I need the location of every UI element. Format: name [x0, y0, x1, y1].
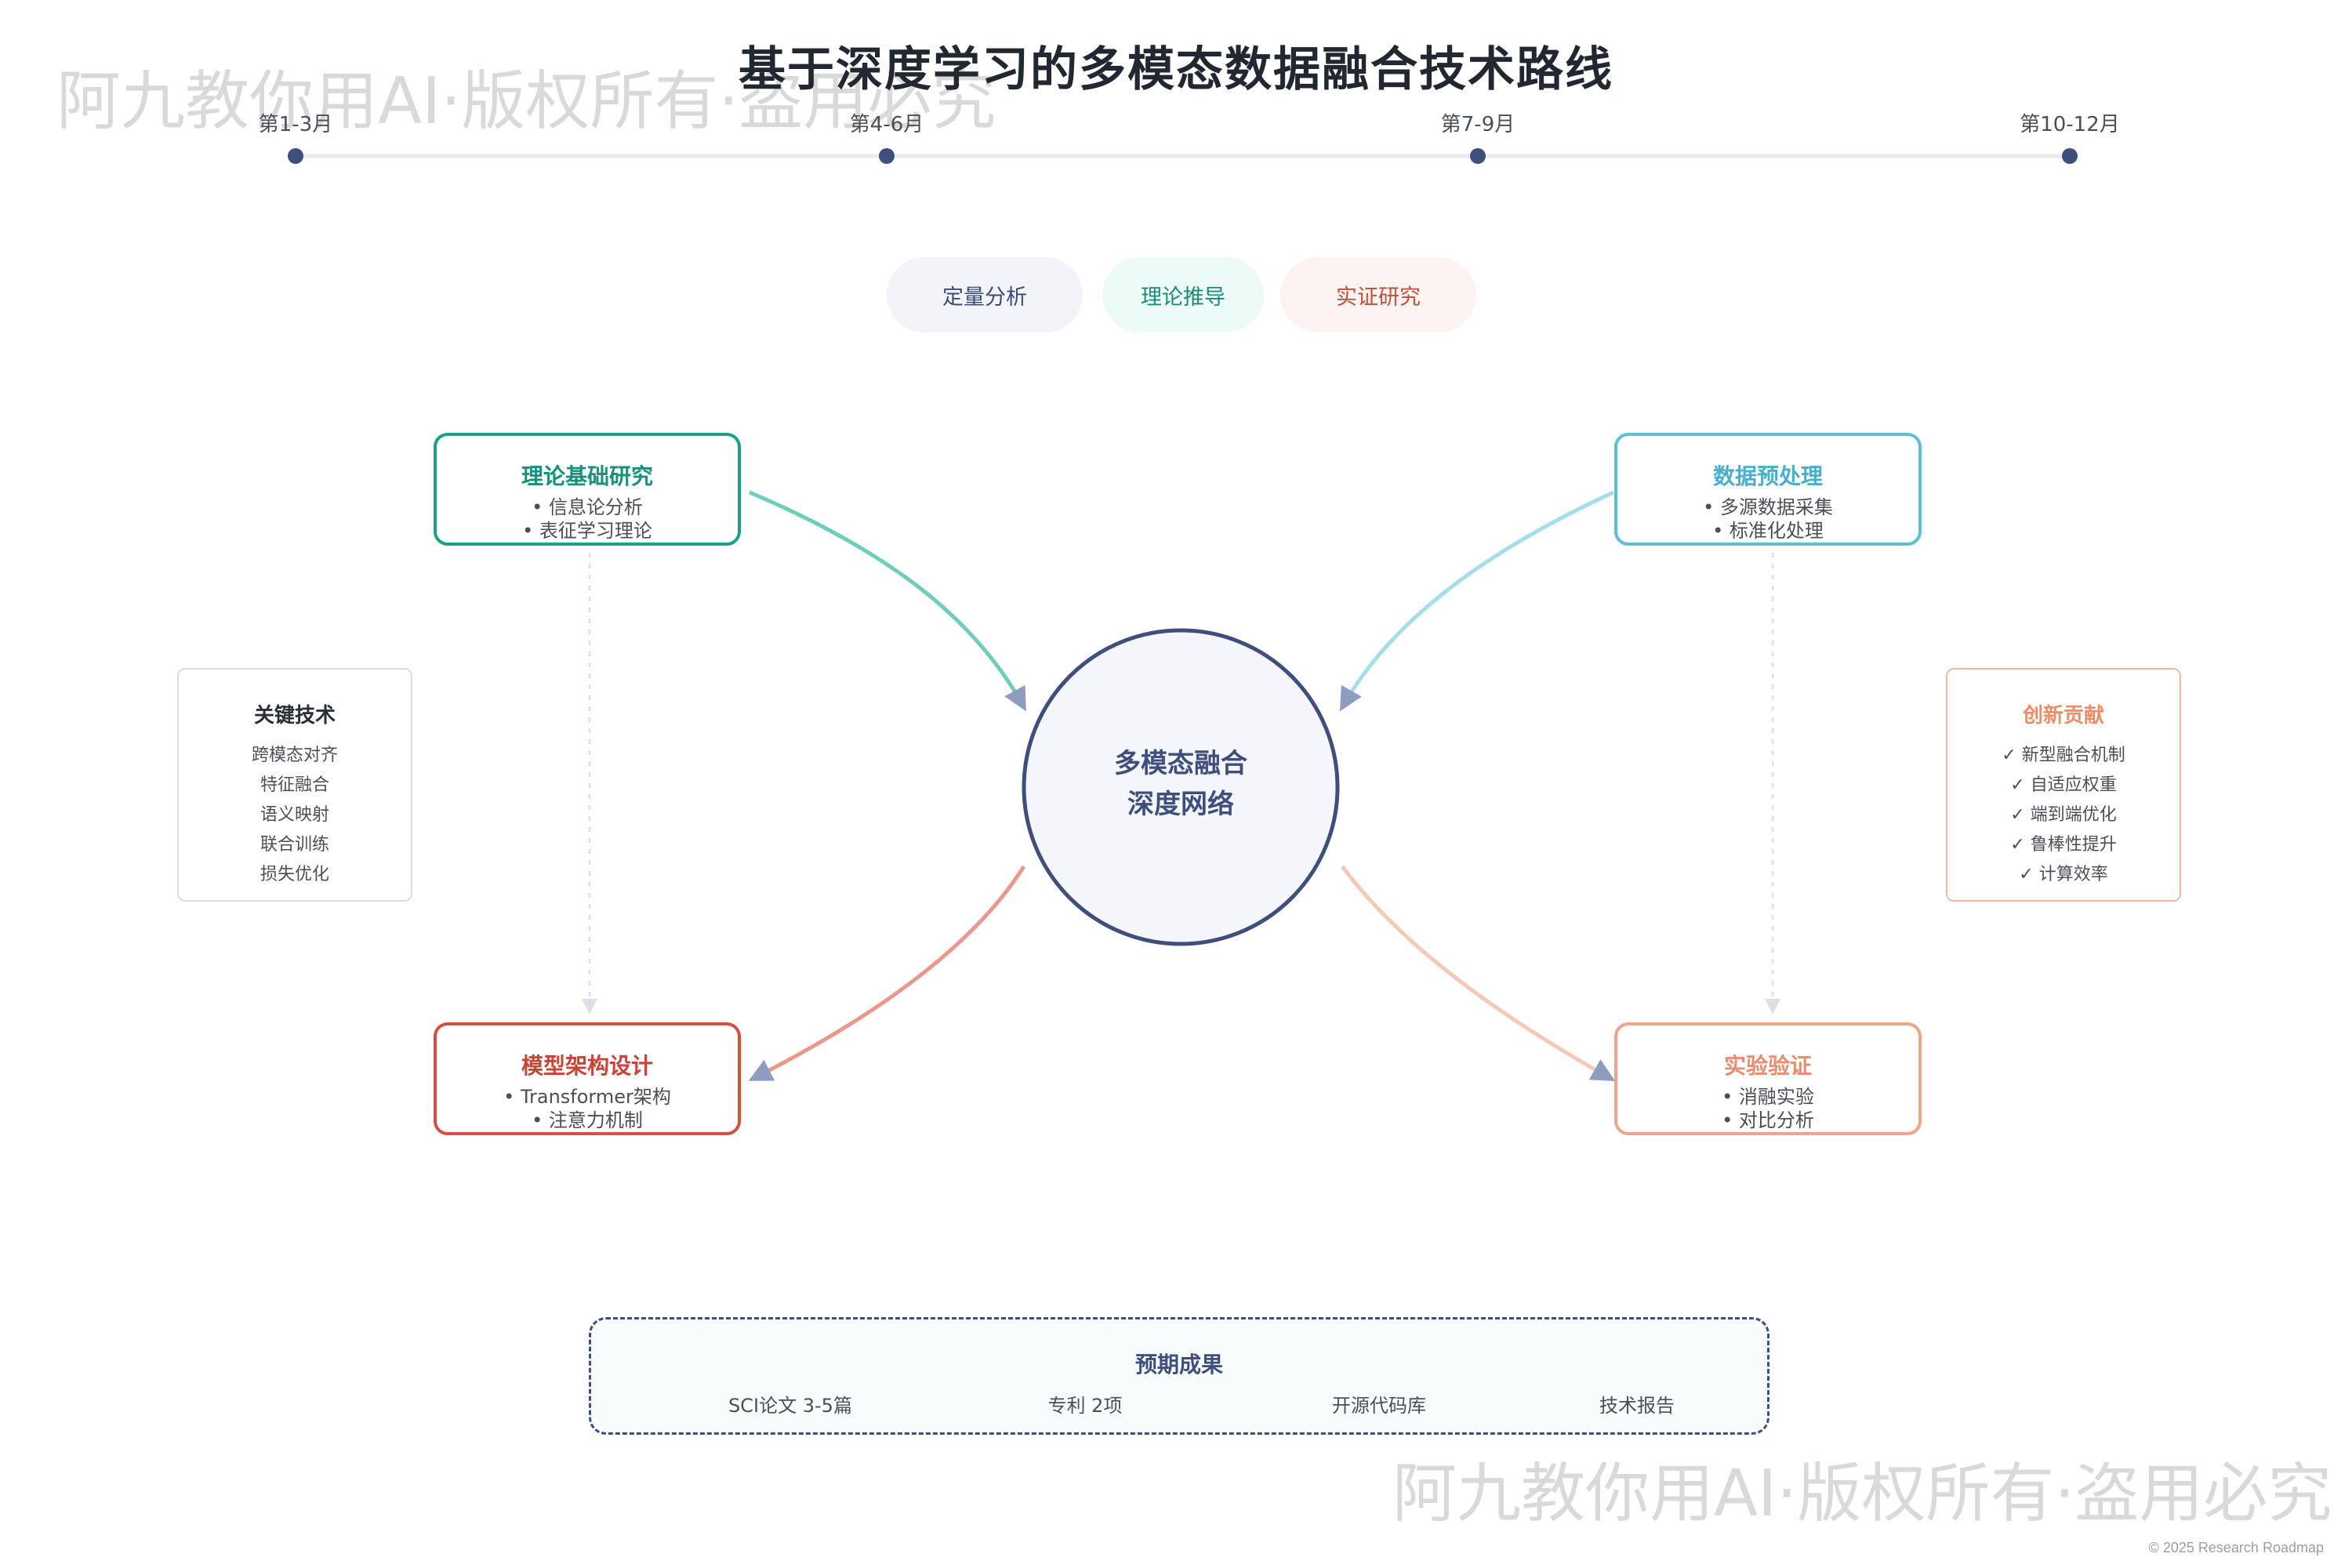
timeline-label-4: 第10-12月: [2020, 113, 2120, 136]
tag-empirical-research: 实证研究: [1280, 257, 1476, 332]
page-title: 基于深度学习的多模态数据融合技术路线: [739, 42, 1613, 97]
expected-outcomes-panel: 预期成果 SCI论文 3-5篇 专利 2项 开源代码库 技术报告: [589, 1317, 1769, 1435]
node-theory-research: 理论基础研究 • 信息论分析 • 表征学习理论: [434, 433, 741, 546]
watermark-bottom: 阿九教你用AI·版权所有·盗用必究: [1392, 1457, 2332, 1531]
innovation-item: ✓ 自适应权重: [2010, 775, 2117, 795]
timeline-dot-2: [879, 148, 895, 164]
watermark-top: 阿九教你用AI·版权所有·盗用必究: [56, 64, 996, 139]
timeline-label-2: 第4-6月: [849, 113, 924, 136]
key-technology-item: 损失优化: [260, 865, 329, 884]
node-experiment-title: 实验验证: [1723, 1053, 1812, 1079]
timeline-dot-1: [288, 148, 303, 164]
key-technologies-panel: 关键技术 跨模态对齐 特征融合 语义映射 联合训练 损失优化: [177, 668, 412, 902]
innovation-item: ✓ 计算效率: [2019, 865, 2108, 884]
node-experiment-validation: 实验验证 • 消融实验 • 对比分析: [1614, 1022, 1922, 1135]
innovation-panel: 创新贡献 ✓ 新型融合机制 ✓ 自适应权重 ✓ 端到端优化 ✓ 鲁棒性提升 ✓ …: [1946, 668, 2181, 902]
innovation-item: ✓ 端到端优化: [2010, 805, 2117, 825]
timeline-dot-3: [1470, 148, 1486, 164]
timeline-label-3: 第7-9月: [1440, 113, 1515, 136]
node-experiment-item: • 消融实验: [1722, 1086, 1814, 1108]
innovation-item: ✓ 鲁棒性提升: [2010, 835, 2117, 855]
outcome-item: SCI论文 3-5篇: [728, 1395, 852, 1417]
expected-outcomes-title: 预期成果: [1134, 1352, 1223, 1377]
arrow-data-to-center: [1340, 490, 1615, 712]
innovation-title: 创新贡献: [2022, 704, 2104, 728]
node-theory-item: • 表征学习理论: [522, 520, 652, 542]
node-experiment-item: • 对比分析: [1722, 1109, 1814, 1131]
copyright-text: © 2025 Research Roadmap: [2148, 1540, 2324, 1555]
center-node-label: 多模态融合 深度网络: [1024, 743, 1338, 825]
arrow-center-to-model: [748, 865, 1026, 1081]
node-model-title: 模型架构设计: [521, 1053, 653, 1079]
tag-quantitative-analysis: 定量分析: [887, 257, 1083, 332]
node-data-item: • 标准化处理: [1712, 520, 1824, 542]
innovation-item: ✓ 新型融合机制: [2002, 746, 2125, 765]
key-technology-item: 特征融合: [260, 775, 329, 795]
outcome-item: 技术报告: [1599, 1395, 1675, 1417]
node-theory-item: • 信息论分析: [532, 496, 643, 518]
outcome-item: 专利 2项: [1047, 1395, 1123, 1417]
timeline-dot-4: [2062, 148, 2078, 164]
node-model-design: 模型架构设计 • Transformer架构 • 注意力机制: [434, 1022, 741, 1135]
arrow-theory-to-center: [749, 490, 1026, 712]
node-model-item: • 注意力机制: [532, 1109, 643, 1131]
center-node-circle: [1022, 628, 1340, 946]
outcome-item: 开源代码库: [1332, 1395, 1426, 1417]
key-technology-item: 跨模态对齐: [251, 746, 338, 765]
node-model-item: • Transformer架构: [503, 1086, 671, 1108]
node-data-item: • 多源数据采集: [1703, 496, 1833, 518]
key-technology-item: 联合训练: [260, 835, 329, 855]
center-node-line1: 多模态融合: [1114, 748, 1247, 779]
node-data-title: 数据预处理: [1712, 463, 1823, 489]
timeline-label-1: 第1-3月: [258, 113, 333, 136]
node-theory-title: 理论基础研究: [521, 463, 653, 489]
node-data-preprocessing: 数据预处理 • 多源数据采集 • 标准化处理: [1614, 433, 1922, 546]
center-node-line2: 深度网络: [1127, 789, 1234, 820]
arrow-center-to-experiment: [1340, 865, 1616, 1081]
tag-theoretical-derivation: 理论推导: [1102, 257, 1264, 332]
key-technologies-title: 关键技术: [253, 704, 336, 728]
key-technology-item: 语义映射: [260, 805, 329, 825]
